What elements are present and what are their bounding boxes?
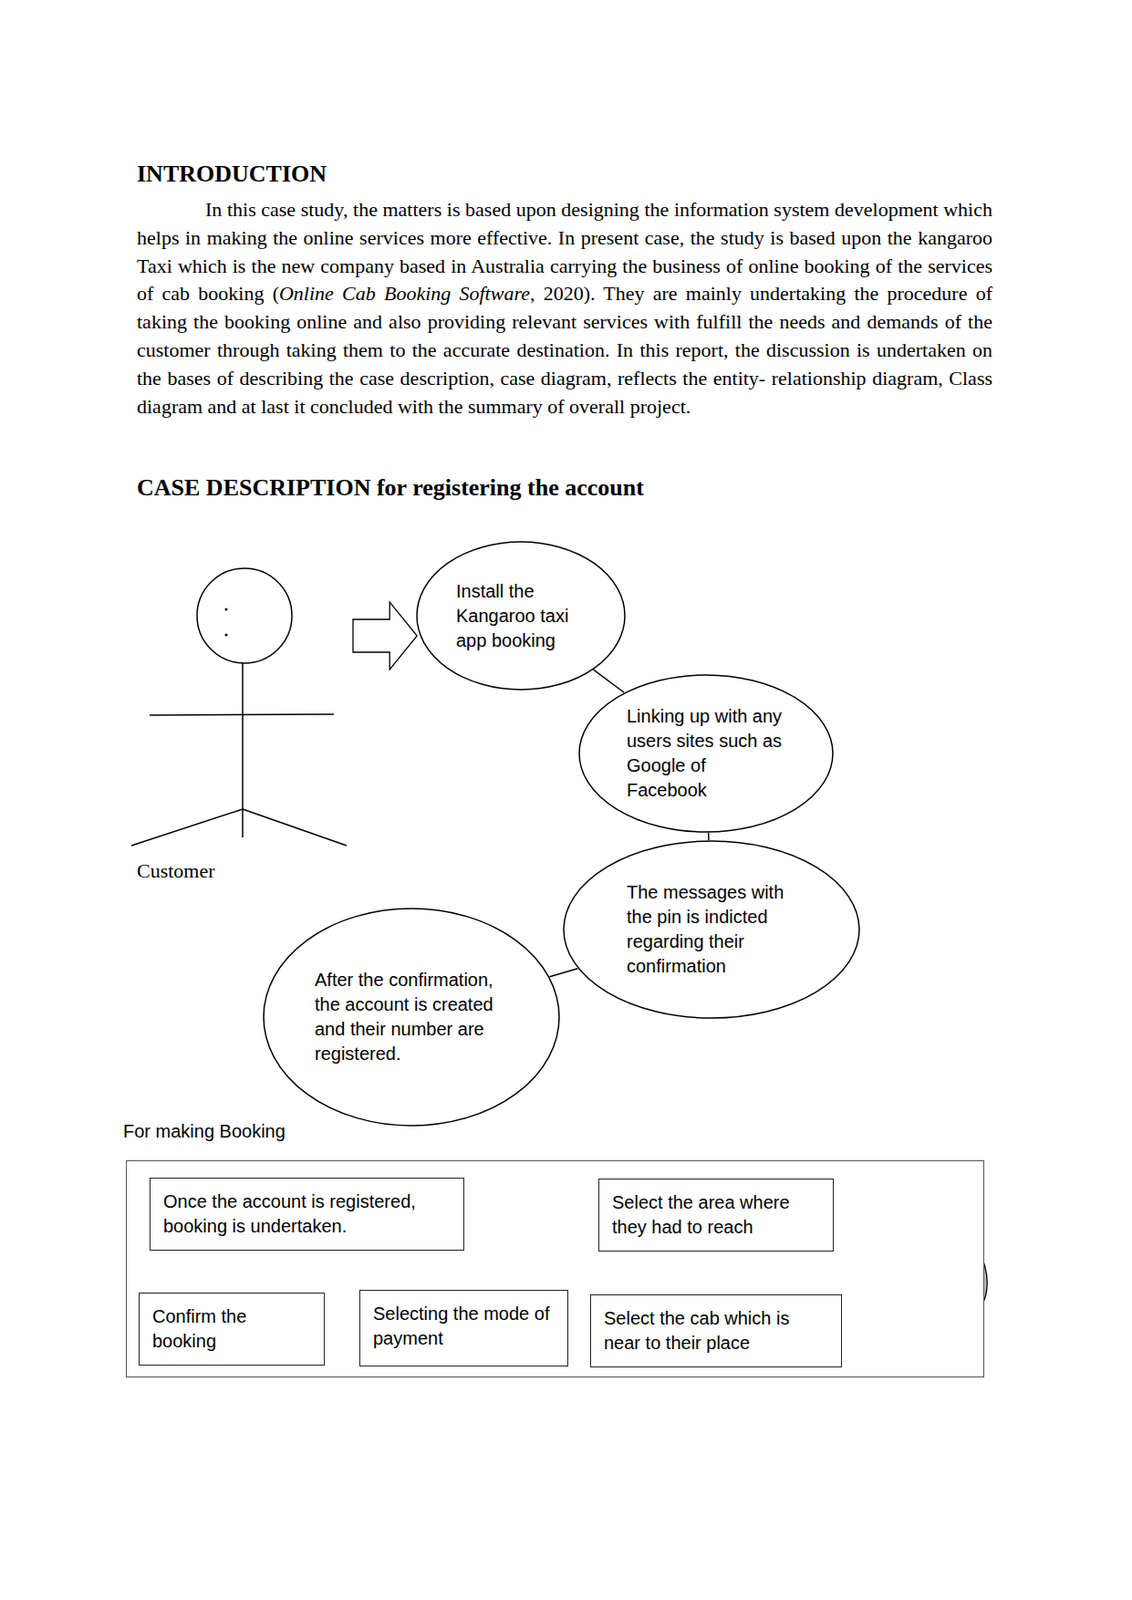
connector-line <box>707 832 710 841</box>
connector <box>353 602 417 670</box>
ellipse-shape <box>563 841 860 1018</box>
intro-paragraph: In this case study, the matters is based… <box>136 196 993 421</box>
box-text: Select the area where they had to reach <box>612 1190 821 1240</box>
box-text: Selecting the mode of payment <box>373 1301 555 1351</box>
ellipse-text: The messages with the pin is indicted re… <box>626 880 797 979</box>
section-heading: CASE DESCRIPTION for registering the acc… <box>136 474 644 502</box>
actor-eye <box>225 608 229 612</box>
actor-head <box>197 568 292 664</box>
box-text: Confirm the booking <box>152 1304 312 1354</box>
stick-figure <box>127 565 352 890</box>
ellipse-shape <box>263 908 560 1126</box>
ellipse-outline <box>578 674 834 833</box>
actor-eye <box>225 633 229 637</box>
use-case-ellipse: Install the Kangaroo taxi app booking <box>415 540 626 691</box>
actor-figure: Customer <box>127 565 352 890</box>
actor-arms <box>149 714 334 716</box>
actor-body <box>241 663 244 838</box>
use-case-text: The messages with the pin is indicted re… <box>626 880 797 979</box>
citation-title: Online Cab Booking Software <box>279 281 530 305</box>
section-heading: INTRODUCTION <box>136 160 327 188</box>
use-case-text: After the confirmation, the account is c… <box>314 967 509 1067</box>
ellipse-shape <box>416 541 625 690</box>
actor-leg <box>131 809 243 846</box>
ellipse-text: Linking up with any users sites such as … <box>626 704 786 803</box>
connector <box>593 669 625 693</box>
process-box: Once the account is registered, booking … <box>149 1177 465 1251</box>
ellipse-shape <box>579 675 833 832</box>
ellipse-text: Install the Kangaroo taxi app booking <box>456 579 586 654</box>
use-case-ellipse: The messages with the pin is indicted re… <box>562 840 861 1019</box>
use-case-ellipse: After the confirmation, the account is c… <box>262 907 561 1127</box>
ellipse-outline <box>562 840 861 1019</box>
actor-label: Customer <box>136 859 216 883</box>
process-box: Select the cab which is near to their pl… <box>590 1294 842 1368</box>
frame-label: For making Booking <box>123 1119 286 1143</box>
ellipse-outline <box>262 907 561 1127</box>
use-case-ellipse: Linking up with any users sites such as … <box>578 674 834 833</box>
use-case-text: Linking up with any users sites such as … <box>626 704 786 803</box>
process-box: Selecting the mode of payment <box>359 1289 569 1367</box>
booking-frame: For making BookingOnce the account is re… <box>125 1160 985 1378</box>
block-arrow <box>353 602 417 670</box>
box-text: Select the cab which is near to their pl… <box>603 1306 829 1356</box>
connector-line <box>593 669 625 693</box>
use-case-text: Install the Kangaroo taxi app booking <box>456 579 586 654</box>
connector <box>707 832 709 841</box>
process-box: Select the area where they had to reach <box>598 1178 834 1252</box>
connector-line <box>550 968 579 977</box>
actor-leg <box>242 809 347 846</box>
box-text: Once the account is registered, booking … <box>163 1189 451 1239</box>
ellipse-text: After the confirmation, the account is c… <box>314 967 509 1067</box>
process-box: Confirm the booking <box>138 1292 325 1366</box>
connector <box>550 968 579 977</box>
